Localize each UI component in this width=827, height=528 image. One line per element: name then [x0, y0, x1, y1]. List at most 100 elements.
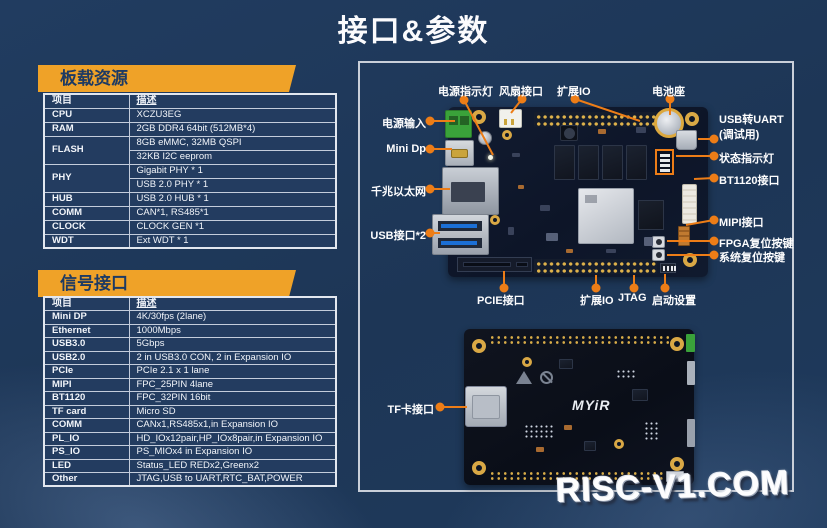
col-header-item: 项目: [43, 93, 130, 109]
edge-connector: [687, 419, 695, 447]
usb-port: [438, 221, 482, 231]
board-front-photo: [432, 107, 708, 277]
cell-item: WDT: [43, 233, 130, 249]
board-diagram-panel: MYiR: [358, 61, 794, 492]
cell-desc: FPC_25PIN 4lane: [128, 377, 337, 392]
boot-dip-switch: [660, 263, 676, 273]
dip-lever: [674, 266, 676, 271]
chip-marking: [585, 195, 597, 203]
cell-item: USB2.0: [43, 350, 130, 365]
label-bt1120-interface: BT1120接口: [719, 175, 780, 187]
leader-dot: [709, 173, 719, 183]
leader-dot: [709, 250, 719, 260]
cell-desc: HD_IOx12pair,HP_IOx8pair,in Expansion IO: [128, 431, 337, 446]
table-row: PHY Gigabit PHY * 1: [43, 163, 337, 193]
cell-item: BT1120: [43, 391, 130, 406]
label-mini-dp: Mini Dp: [386, 143, 426, 155]
leader-dot: [425, 116, 435, 126]
col-header-desc-text: 描述: [136, 298, 157, 309]
smd-component: [566, 249, 573, 253]
leader-dot: [709, 151, 719, 161]
via-group: [644, 421, 658, 441]
edge-connector: [687, 361, 695, 385]
cell-desc: CAN*1, RS485*1: [128, 205, 337, 221]
table-row: RAM 2GB DDR4 64bit (512MB*4): [43, 121, 337, 137]
ddr-chip: [602, 145, 623, 180]
label-gigabit-ethernet: 千兆以太网: [371, 186, 426, 198]
cell-item: PHY: [43, 163, 130, 193]
cell-item: CPU: [43, 107, 130, 123]
status-led: [660, 159, 670, 162]
leader-dot: [709, 236, 719, 246]
label-usb-x2: USB接口*2: [370, 230, 426, 242]
mounting-hole: [522, 357, 532, 367]
dip-lever: [667, 266, 669, 271]
terminal-slot: [460, 116, 469, 125]
crossed-circle-logo: [540, 371, 553, 384]
table-row: 32KB I2C eeprom: [44, 149, 337, 165]
fpga-soc-chip: [578, 188, 634, 244]
label-expansion-io-top: 扩展IO: [557, 86, 591, 98]
rj45-slot: [451, 182, 485, 202]
label-usb-to-uart-line2: (调试用): [719, 129, 760, 141]
fan-connector: [499, 109, 522, 128]
status-led: [660, 169, 670, 172]
mini-dp-connector: [445, 140, 474, 166]
cell-desc: FPC_32PIN 16bit: [128, 391, 337, 406]
cell-item: COMM: [43, 205, 130, 221]
leader-dot: [660, 283, 670, 293]
smd-component: [564, 425, 572, 430]
smd-component: [508, 227, 514, 235]
smd-component: [518, 185, 524, 189]
dip-lever: [663, 266, 665, 271]
inductor-coil: [564, 128, 575, 139]
cell-desc: 8GB eMMC, 32MB QSPI: [128, 135, 337, 151]
leader-dot: [435, 402, 445, 412]
emmc-chip: [638, 200, 664, 230]
mounting-hole: [472, 339, 486, 353]
cell-desc: XCZU3EG: [128, 107, 337, 123]
col-header-desc: 描述: [128, 296, 337, 311]
mounting-hole: [472, 461, 486, 475]
cell-desc: CANx1,RS485x1,in Expansion IO: [128, 418, 337, 433]
label-status-indicator: 状态指示灯: [719, 153, 774, 165]
status-led-group: [655, 149, 674, 175]
col-header-desc-text: 描述: [136, 95, 157, 107]
usb-port: [438, 238, 482, 248]
ddr-chip: [554, 145, 575, 180]
inductor: [560, 125, 578, 141]
col-header-desc: 描述: [128, 93, 337, 109]
cell-item: FLASH: [43, 135, 130, 165]
signal-table-banner: 信号接口: [38, 270, 296, 297]
label-fan-connector: 风扇接口: [499, 86, 543, 98]
mounting-hole: [670, 337, 684, 351]
label-battery-holder: 电池座: [652, 86, 685, 98]
cell-desc: USB 2.0 HUB * 1: [128, 191, 337, 207]
cell-desc: Micro SD: [128, 404, 337, 419]
leader-dot: [709, 215, 719, 225]
leader-dot: [459, 95, 469, 105]
system-reset-button: [652, 249, 665, 261]
smd-component: [636, 127, 646, 133]
cell-item: RAM: [43, 121, 130, 137]
cell-desc: 4K/30fps (2lane): [128, 310, 337, 325]
page-title: 接口&参数: [337, 15, 490, 48]
dip-lever: [671, 266, 673, 271]
smd-chip: [559, 359, 573, 369]
smd-component: [546, 233, 558, 241]
label-jtag: JTAG: [618, 292, 647, 304]
leader-dot: [570, 94, 580, 104]
mounting-hole: [502, 130, 512, 140]
cell-item: PS_IO: [43, 445, 130, 460]
expansion-header-top: [534, 112, 662, 127]
cell-item: PCIe: [43, 364, 130, 379]
leader-dot: [425, 228, 435, 238]
